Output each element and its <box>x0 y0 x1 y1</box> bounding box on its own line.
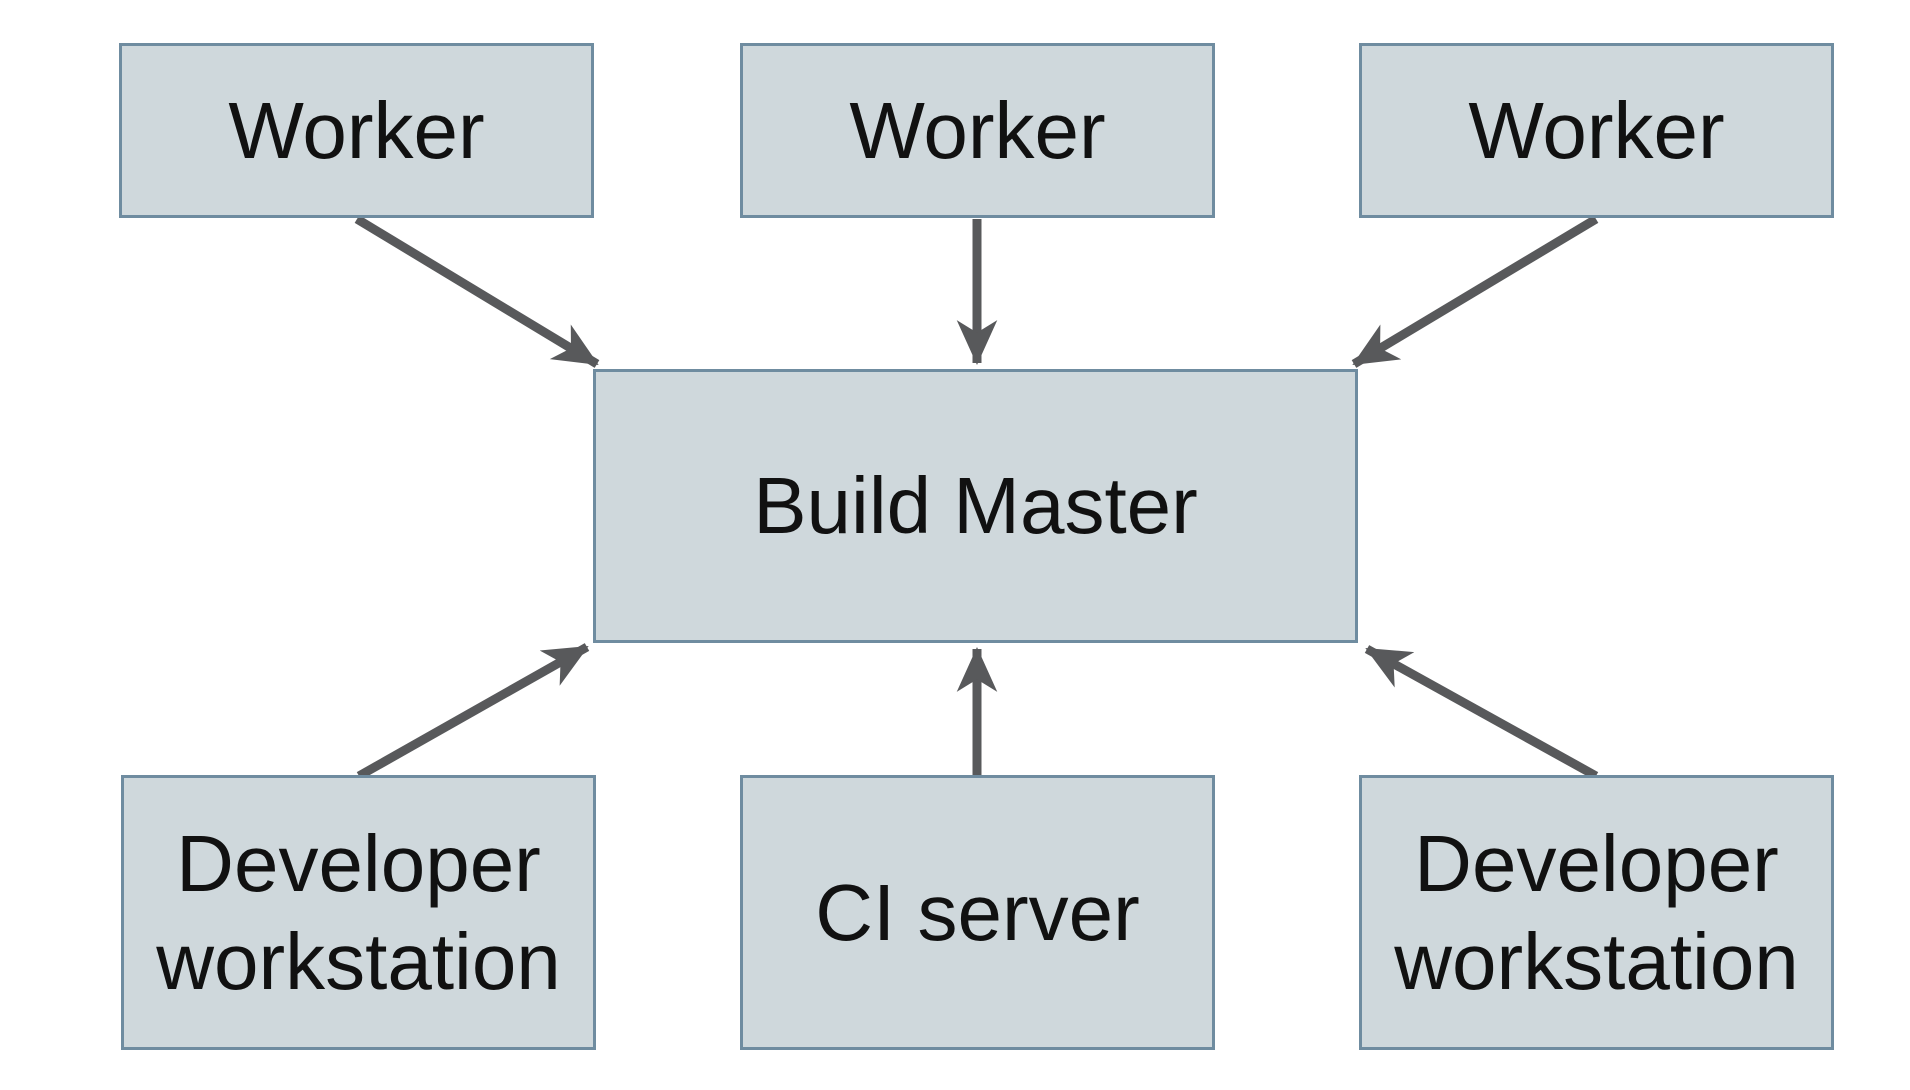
node-worker-1: Worker <box>119 43 594 218</box>
node-developer-workstation-left: Developer workstation <box>121 775 596 1050</box>
arrow-dev-workstation-right-to-build-master <box>1364 645 1599 780</box>
node-build-master-label: Build Master <box>753 461 1198 551</box>
node-worker-3: Worker <box>1359 43 1834 218</box>
node-ci-server: CI server <box>740 775 1215 1050</box>
node-worker-3-label: Worker <box>1468 85 1725 175</box>
node-worker-1-label: Worker <box>228 85 485 175</box>
node-developer-workstation-right-label: Developer workstation <box>1394 818 1799 1006</box>
arrow-worker-1-to-build-master <box>354 215 600 368</box>
node-build-master: Build Master <box>593 369 1358 643</box>
node-worker-2: Worker <box>740 43 1215 218</box>
arrow-dev-workstation-left-to-build-master <box>356 643 590 780</box>
node-ci-server-label: CI server <box>815 867 1140 957</box>
node-developer-workstation-left-label: Developer workstation <box>156 818 561 1006</box>
node-worker-2-label: Worker <box>849 85 1106 175</box>
arrow-worker-3-to-build-master <box>1351 215 1599 368</box>
node-developer-workstation-right: Developer workstation <box>1359 775 1834 1050</box>
